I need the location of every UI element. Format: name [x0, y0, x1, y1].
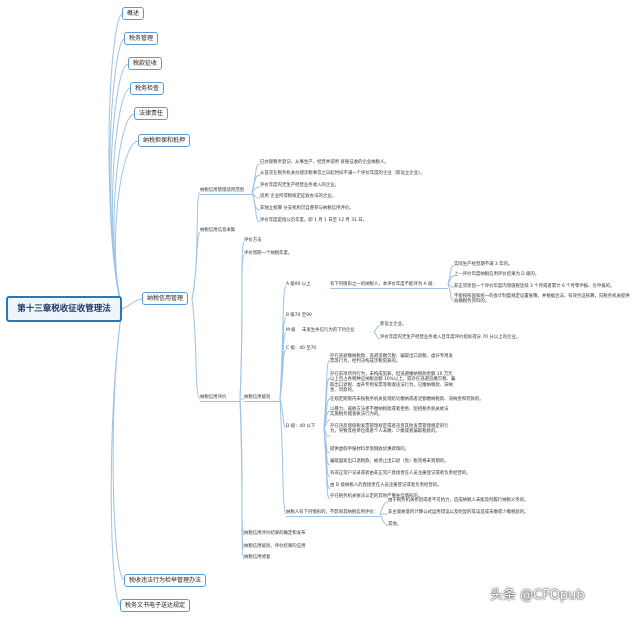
underline — [286, 516, 380, 517]
branch-legal-liability[interactable]: 法律责任 — [134, 107, 169, 120]
level-b[interactable]: B 级70 至90 — [286, 313, 312, 318]
underline — [200, 194, 252, 195]
branch-violation-report[interactable]: 税收违法行为检举管理办法 — [124, 574, 207, 587]
scope-item: 评价年度是指公历年度，即 1 月 1 日至 12 月 31 日。 — [260, 218, 367, 223]
level-d-item: 存在逃避缴纳税款、逃避追缴欠税、骗取出口退税、虚开专用发票等行为，经判决构成涉税… — [330, 354, 453, 365]
scope-item: 已办理税务登记、从事生产、经营并适用 查账征收的企业纳税人。 — [260, 160, 389, 165]
scope-item: 非独立核算 分支机构可自愿参与纳税信用评价。 — [260, 206, 354, 211]
level-d-item: 存在前项所列行为，未构成犯罪，但逃避缴纳税款金额 10 万元以上且占各税种应纳税… — [330, 372, 456, 394]
scope-item: 评价年度内无生产经营业务收入的企业。 — [260, 183, 340, 188]
eval-repair[interactable]: 纳税信用修复 — [244, 555, 271, 560]
underline — [330, 288, 448, 289]
adjust-item: 由于税务机关原因或者不可抗力，造成纳税人未能及时履行纳税义务的。 — [388, 498, 529, 503]
eval-method[interactable]: 评价方法 — [244, 238, 262, 243]
level-a-item: 上一评价年度纳税信用评价结果为 D 级的。 — [454, 272, 540, 277]
branch-tax-management[interactable]: 税务管理 — [124, 32, 159, 45]
level-a-item: 非正常原因一个评价年度内增值税连续 3 个月或者累计 6 个月零申报、负申报的。 — [454, 284, 615, 289]
credit-scope-title[interactable]: 纳税信用管理适用范围 — [200, 188, 244, 193]
level-d-item: 在规定期限内未按税务机关处理结论缴纳或者足额缴纳税款、滞纳金和罚款的。 — [330, 397, 484, 402]
levels-title[interactable]: 纳税信用级别 — [244, 395, 271, 400]
level-d-item: 骗取国家出口退税款，被停止出口退（免）税资格未到期的。 — [330, 459, 449, 464]
level-a-item: 实际生产经营期不满 3 年的。 — [454, 262, 513, 267]
level-a[interactable]: A 级90 以上 — [286, 282, 311, 287]
level-d-item: 存在违反增值税发票管理规定或者违反其他发票管理规定的行为，导致其他单位或者个人未… — [330, 424, 449, 435]
level-d-item: 有非正常户记录或者由非正常户直接责任人员注册登记或者负责经营的。 — [330, 471, 471, 476]
eval-period: 评价周期一个纳税年度。 — [244, 251, 293, 256]
branch-e-delivery[interactable]: 税务文书电子送达规定 — [120, 599, 191, 612]
credit-eval-title[interactable]: 纳税信用评价 — [200, 395, 227, 400]
level-a-item: 不能按照国家统一的会计制度规定设置账簿，并根据合法、有效凭证核算，向税务机关提供… — [454, 294, 630, 305]
root-topic[interactable]: 第十三章税收征收管理法 — [6, 296, 122, 322]
branch-credit-management[interactable]: 纳税信用管理 — [142, 292, 189, 305]
level-a-condition: 有下列情形之一的纳税人，本评价年度不能评为 A 级： — [330, 282, 437, 287]
adjust-condition: 纳税人有下列情形的，不影响其纳税信用评价： — [286, 510, 379, 515]
eval-publish[interactable]: 纳税信用评价结果的确定和发布 — [244, 531, 306, 536]
eval-use[interactable]: 纳税信用级别、评价结果的应用 — [244, 544, 306, 549]
level-m-item: 新设立企业。 — [380, 322, 407, 327]
branch-tax-collection[interactable]: 税款征收 — [128, 57, 163, 70]
level-d-item: 由 D 级纳税人的直接责任人员注册登记或者负责经营的。 — [330, 483, 442, 488]
level-d-item: 提供虚假申报材料享受税收优惠政策的。 — [330, 447, 410, 452]
level-c[interactable]: C 级：40 至70 — [286, 346, 317, 351]
adjust-item: 其他。 — [388, 522, 402, 527]
level-d-item: 以暴力、威胁方法拒不缴纳税款或者拒绝、阻挠税务机关依法实施税务稽查执法行为的。 — [330, 407, 449, 418]
scope-item: 从首次在税务机关办理涉税事宜之日起时间不满一个评价年度的企业（新设立企业）。 — [260, 171, 425, 176]
branch-tax-inspection[interactable]: 税务检查 — [130, 82, 165, 95]
level-m[interactable]: M 级 — [286, 328, 296, 333]
level-m-condition: 未发生失信行为的下列企业 — [302, 328, 355, 333]
adjust-item: 非主观故意的计算公式运用错误以及明显的笔误造成未缴或少缴税款的。 — [388, 510, 529, 515]
branch-overview[interactable]: 概述 — [122, 7, 145, 20]
branch-guarantee[interactable]: 纳税担保和抵押 — [138, 134, 191, 147]
underline — [244, 401, 280, 402]
level-d[interactable]: D 级：40 以下 — [286, 424, 316, 429]
watermark: 头条 @CFOpub — [490, 588, 585, 603]
underline — [200, 401, 240, 402]
level-m-item: 评价年度内无生产经营业务收入且年度评价指标得分 70 分以上的企业。 — [380, 335, 521, 340]
scope-item: 适用 企业所得税核定征收办法的企业。 — [260, 194, 337, 199]
credit-collect-title[interactable]: 纳税信用信息采集 — [200, 228, 236, 233]
level-d-item: 存在税务机关依法认定的其他严重失信情形的。 — [330, 494, 423, 499]
